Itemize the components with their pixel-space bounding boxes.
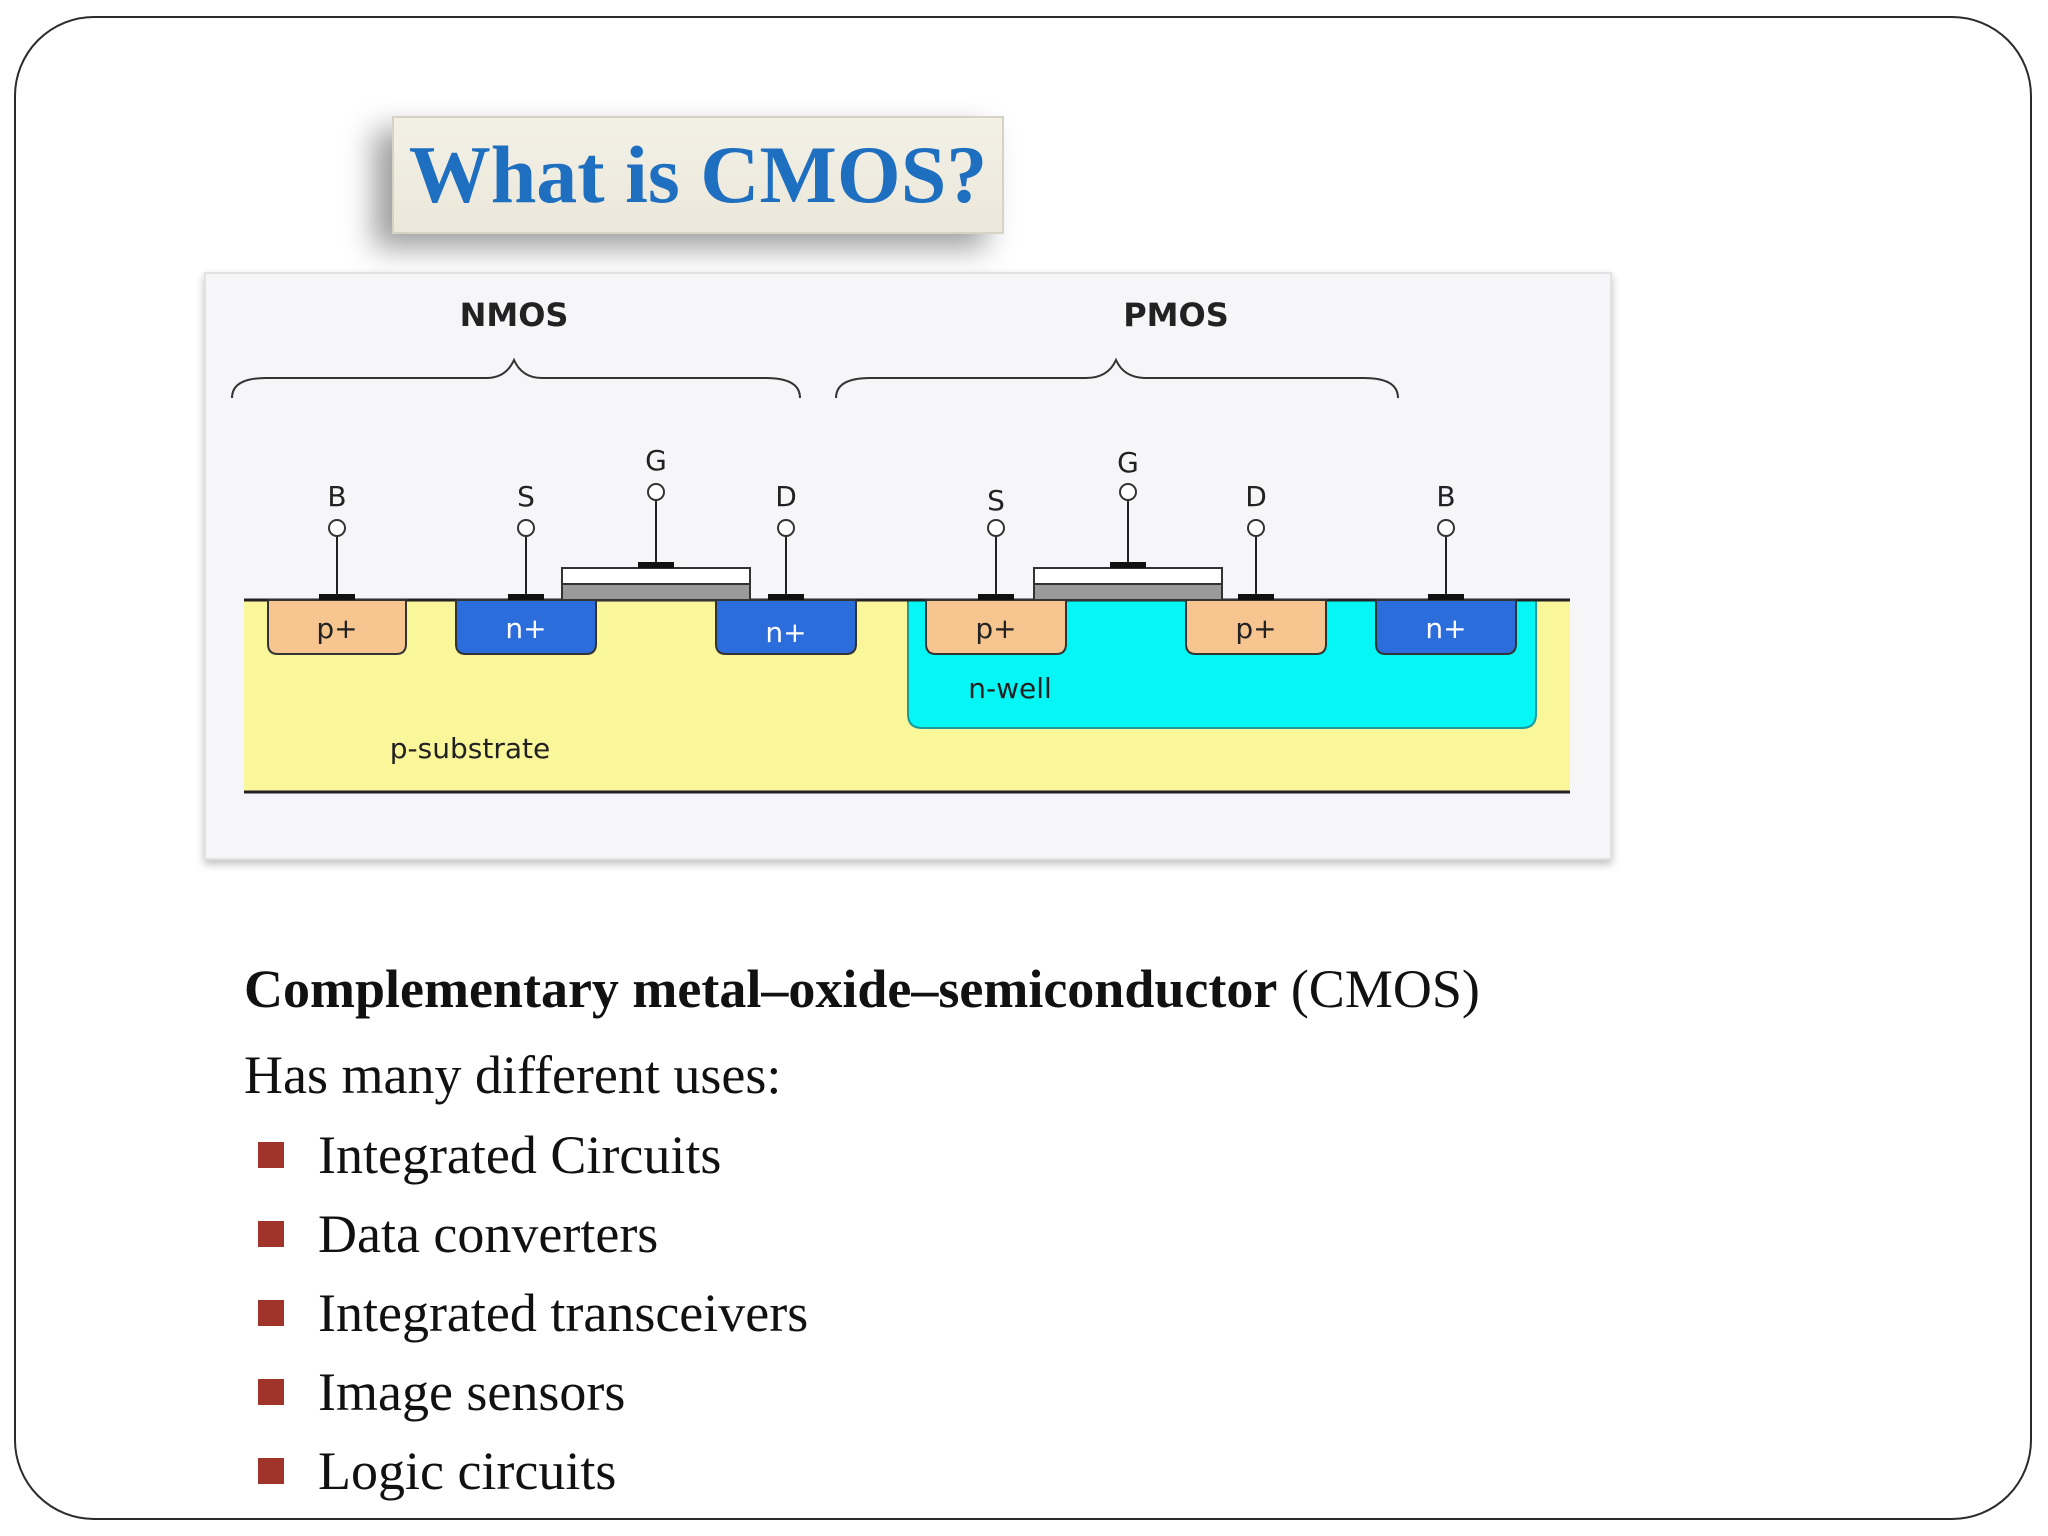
p-substrate-label: p-substrate <box>390 732 550 765</box>
square-bullet-icon <box>258 1458 284 1484</box>
bullet-abbrev: (CMOS) <box>1277 959 1480 1019</box>
terminal-pmos-d: D <box>1238 480 1274 600</box>
sub-bullet-text: Integrated Circuits <box>318 1125 722 1185</box>
nmos-source-n-plus <box>455 599 597 655</box>
cmos-diagram-svg: NMOS PMOS p+ n+ n+ p+ p+ n+ n-well p-sub… <box>206 274 1610 858</box>
terminal-pmos-b: B <box>1428 480 1464 600</box>
region-label: n+ <box>765 616 806 649</box>
sub-bullet-text: Logic circuits <box>318 1441 617 1501</box>
terminal-nmos-g: G <box>638 444 674 568</box>
terminal-label: S <box>517 480 535 513</box>
terminal-label: S <box>987 484 1005 517</box>
pmos-source-p-plus <box>925 599 1067 655</box>
region-label: p+ <box>1235 612 1276 645</box>
terminal-label: D <box>1245 480 1267 513</box>
region-label: p+ <box>975 612 1016 645</box>
terminal-label: B <box>327 480 346 513</box>
region-label: n+ <box>505 612 546 645</box>
square-bullet-icon <box>258 1300 284 1326</box>
title-box: What is CMOS? <box>392 116 1004 234</box>
terminal-label: D <box>775 480 797 513</box>
pmos-drain-p-plus <box>1185 599 1327 655</box>
n-well-label: n-well <box>968 672 1052 705</box>
terminal-nmos-d: D <box>768 480 804 600</box>
pmos-brace <box>835 357 1399 399</box>
nmos-brace <box>231 357 801 399</box>
terminal-nmos-b: B <box>319 480 355 600</box>
bullet-bold-term: Complementary metal–oxide–semiconductor <box>244 959 1278 1019</box>
square-bullet-icon <box>258 1221 284 1247</box>
terminal-nmos-s: S <box>508 480 544 600</box>
terminal-pmos-g: G <box>1110 446 1146 568</box>
sub-bullet-text: Integrated transceivers <box>318 1283 809 1343</box>
pmos-body-n-plus <box>1375 599 1517 655</box>
nmos-drain-n-plus <box>715 599 857 655</box>
bullet-text: Has many different uses: <box>244 1045 782 1105</box>
nmos-body-p-plus <box>267 599 407 655</box>
terminal-pmos-s: S <box>978 484 1014 600</box>
terminal-label: G <box>1117 446 1139 479</box>
nmos-label: NMOS <box>460 296 569 334</box>
slide-title: What is CMOS? <box>408 129 988 220</box>
sub-bullet-text: Data converters <box>318 1204 659 1264</box>
region-label: p+ <box>316 612 357 645</box>
region-label: n+ <box>1425 612 1466 645</box>
square-bullet-icon <box>258 1142 284 1168</box>
terminal-label: G <box>645 444 667 477</box>
pmos-label: PMOS <box>1123 296 1229 334</box>
sub-bullet-text: Image sensors <box>318 1362 626 1422</box>
terminal-label: B <box>1436 480 1455 513</box>
cmos-cross-section-diagram: NMOS PMOS p+ n+ n+ p+ p+ n+ n-well p-sub… <box>204 272 1612 860</box>
square-bullet-icon <box>258 1379 284 1405</box>
